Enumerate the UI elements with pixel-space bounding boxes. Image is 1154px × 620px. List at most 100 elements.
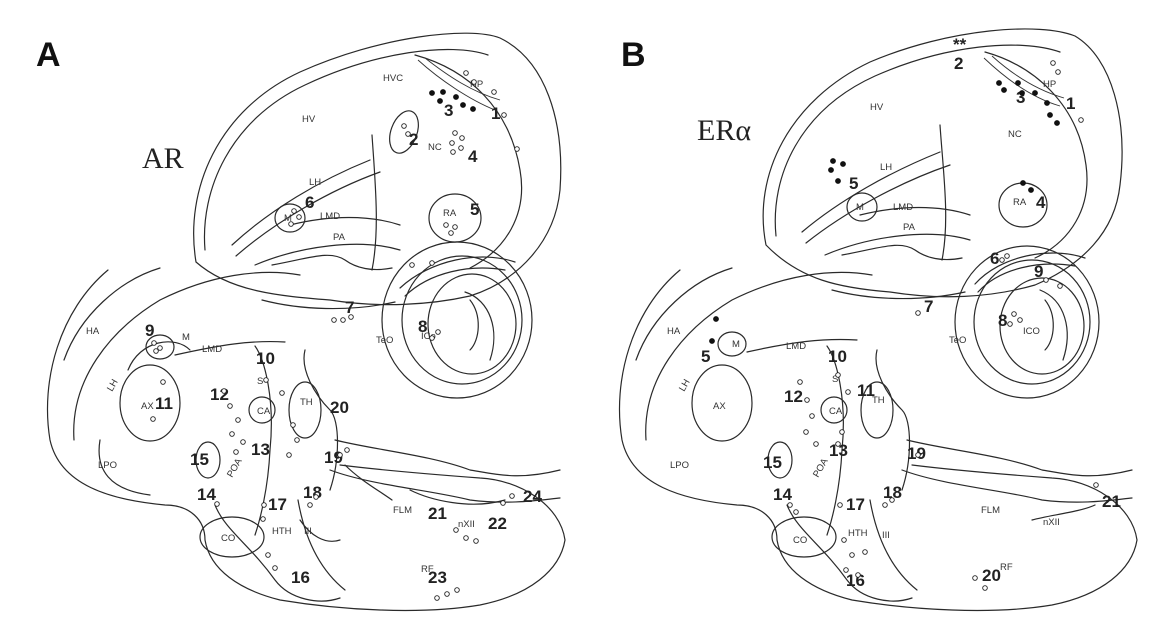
- cell-marker: [472, 80, 477, 85]
- region-label: POA: [811, 456, 831, 479]
- cell-marker: [341, 318, 346, 323]
- cell-marker: [1044, 278, 1049, 283]
- cell-marker: [474, 539, 479, 544]
- number-label: 21: [428, 504, 447, 523]
- region-label: III: [304, 526, 312, 537]
- cell-marker: [308, 503, 313, 508]
- region-label: HA: [86, 326, 100, 337]
- number-label: 6: [305, 193, 314, 212]
- labeled-cell-marker: [1002, 88, 1007, 93]
- labeled-cell-marker: [831, 159, 836, 164]
- labeled-cell-marker: [1048, 113, 1053, 118]
- cell-marker: [453, 225, 458, 230]
- number-label: 7: [924, 297, 933, 316]
- cell-marker: [264, 378, 269, 383]
- region-label: HP: [1043, 79, 1056, 90]
- region-label: FLM: [393, 505, 412, 516]
- cell-marker: [844, 568, 849, 573]
- number-label: 4: [468, 147, 478, 166]
- labeled-cell-marker: [829, 168, 834, 173]
- panel-a: A AR: [36, 33, 565, 610]
- cell-marker: [402, 124, 407, 129]
- panel-a-title: AR: [142, 142, 184, 175]
- region-label: RF: [1000, 562, 1013, 573]
- cell-marker: [152, 341, 157, 346]
- region-label: AX: [713, 401, 726, 412]
- labeled-cell-marker: [441, 90, 446, 95]
- cell-marker: [454, 528, 459, 533]
- labeled-cell-marker: [841, 162, 846, 167]
- cell-marker: [450, 141, 455, 146]
- region-label: nXII: [458, 519, 475, 530]
- labeled-cell-marker: [454, 95, 459, 100]
- region-label: LMD: [202, 344, 222, 355]
- cell-marker: [846, 390, 851, 395]
- region-label: LPO: [670, 460, 689, 471]
- region-label: FLM: [981, 505, 1000, 516]
- cell-marker: [460, 136, 465, 141]
- cell-marker: [1000, 258, 1005, 263]
- labeled-cell-marker: [461, 103, 466, 108]
- cell-marker: [445, 592, 450, 597]
- region-label: M: [182, 332, 190, 343]
- region-label: HV: [302, 114, 316, 125]
- region-label: HA: [667, 326, 681, 337]
- cell-marker: [464, 536, 469, 541]
- region-label: LPO: [98, 460, 117, 471]
- number-label: 2: [954, 54, 963, 73]
- cell-marker: [289, 222, 294, 227]
- number-label: 4: [1036, 193, 1046, 212]
- cell-marker: [410, 263, 415, 268]
- cell-marker: [287, 453, 292, 458]
- region-label: LMD: [893, 202, 913, 213]
- cell-marker: [973, 576, 978, 581]
- region-label: M: [856, 202, 864, 213]
- cell-marker: [292, 209, 297, 214]
- region-label: PA: [903, 222, 916, 233]
- cell-marker: [332, 318, 337, 323]
- region-label: CA: [257, 406, 271, 417]
- number-label: 10: [828, 347, 847, 366]
- cell-marker: [266, 553, 271, 558]
- cell-marker: [510, 494, 515, 499]
- number-label: 6: [990, 249, 999, 268]
- region-label: nXII: [1043, 517, 1060, 528]
- cell-marker: [1008, 322, 1013, 327]
- panel-b: B ERα **: [619, 29, 1137, 610]
- cell-marker: [836, 373, 841, 378]
- cell-marker: [338, 453, 343, 458]
- region-label: HTH: [272, 526, 292, 537]
- cell-marker: [916, 311, 921, 316]
- cell-marker: [444, 223, 449, 228]
- cell-marker: [883, 503, 888, 508]
- cell-marker: [406, 132, 411, 137]
- cell-marker: [492, 90, 497, 95]
- cell-marker: [241, 440, 246, 445]
- number-label: 9: [145, 321, 154, 340]
- cell-marker: [459, 146, 464, 151]
- region-label: AX: [141, 401, 154, 412]
- panel-letter-a: A: [36, 36, 61, 74]
- number-label: 5: [470, 200, 479, 219]
- region-label: HV: [870, 102, 884, 113]
- labeled-cell-marker: [1020, 91, 1025, 96]
- cell-marker: [890, 498, 895, 503]
- region-label: PA: [333, 232, 346, 243]
- number-label: 15: [190, 450, 209, 469]
- region-label: M: [732, 339, 740, 350]
- cell-marker: [435, 596, 440, 601]
- region-label: HTH: [848, 528, 868, 539]
- number-label: 11: [857, 381, 875, 400]
- number-label: 21: [1102, 492, 1121, 511]
- region-label: TH: [300, 397, 313, 408]
- number-label: 12: [210, 385, 229, 404]
- labeled-cell-marker: [1029, 188, 1034, 193]
- region-label: LMD: [786, 341, 806, 352]
- region-label: CO: [221, 533, 235, 544]
- number-label: 14: [773, 485, 792, 504]
- cell-marker: [794, 510, 799, 515]
- labeled-cell-marker: [430, 91, 435, 96]
- number-label: 20: [982, 566, 1001, 585]
- cell-marker: [161, 380, 166, 385]
- cell-marker: [501, 501, 506, 506]
